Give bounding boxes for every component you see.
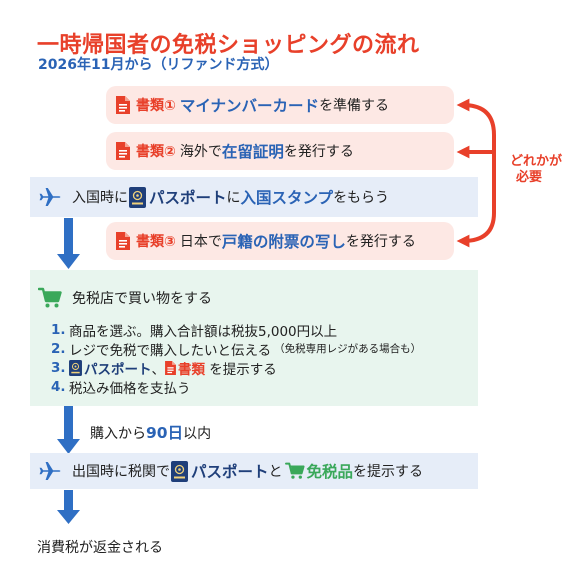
shopping-cart-icon bbox=[38, 287, 62, 309]
document-2-pre: 海外で bbox=[179, 144, 222, 160]
entry-step: 入国時に パスポート に 入国スタンプ をもらう bbox=[30, 177, 478, 217]
document-1-box: 書類① マイナンバーカード を準備する bbox=[106, 86, 454, 124]
interval-post: 以内 bbox=[183, 426, 212, 442]
list-item: 3. パスポート 、 書類 を提示する bbox=[51, 358, 421, 378]
step-number: 4. bbox=[51, 378, 66, 395]
document-2-label: 書類② bbox=[136, 144, 176, 160]
document-icon bbox=[165, 361, 176, 375]
step-number: 2. bbox=[51, 340, 66, 357]
shopping-step: 免税店で買い物をする 1. 商品を選ぶ。購入合計額は税抜5,000円以上 2. … bbox=[30, 270, 478, 406]
entry-mid: に bbox=[226, 190, 241, 206]
page-subtitle: 2026年11月から（リファンド方式） bbox=[38, 57, 279, 73]
passport-icon bbox=[129, 187, 146, 208]
entry-passport: パスポート bbox=[149, 189, 227, 207]
shopping-heading: 免税店で買い物をする bbox=[72, 291, 212, 307]
step-text: レジで免税で購入したいと伝える bbox=[69, 342, 272, 359]
document-3-box: 書類③ 日本で 戸籍の附票の写し を発行する bbox=[106, 222, 454, 260]
shopping-heading-row: 免税店で買い物をする bbox=[38, 287, 212, 309]
list-item: 4. 税込み価格を支払う bbox=[51, 377, 421, 397]
document-icon bbox=[116, 142, 130, 160]
entry-stamp: 入国スタンプ bbox=[240, 189, 334, 207]
step-text: 商品を選ぶ。購入合計額は税抜5,000円以上 bbox=[69, 323, 338, 340]
exit-pre: 出国時に税関で bbox=[72, 464, 170, 480]
document-1-emph: マイナンバーカード bbox=[179, 97, 320, 115]
exit-goods: 免税品 bbox=[306, 463, 354, 481]
document-1-label: 書類① bbox=[136, 98, 176, 114]
step-note: （免税専用レジがある場合も） bbox=[274, 343, 422, 355]
step-passport: パスポート bbox=[84, 361, 152, 378]
down-arrow-1 bbox=[57, 218, 80, 269]
refund-result: 消費税が返金される bbox=[37, 540, 163, 556]
either-note-line-2: 必要 bbox=[516, 170, 543, 185]
airplane-icon bbox=[38, 185, 62, 209]
document-3-emph: 戸籍の附票の写し bbox=[221, 233, 346, 251]
step-number: 3. bbox=[51, 359, 66, 376]
down-arrow-3 bbox=[57, 490, 80, 524]
document-3-pre: 日本で bbox=[179, 234, 222, 250]
list-item: 2. レジで免税で購入したいと伝える （免税専用レジがある場合も） bbox=[51, 339, 422, 359]
document-1-rest: を準備する bbox=[319, 98, 390, 114]
step-document: 書類 bbox=[178, 361, 205, 378]
list-item: 1. 商品を選ぶ。購入合計額は税抜5,000円以上 bbox=[51, 320, 421, 340]
page-title: 一時帰国者の免税ショッピングの流れ bbox=[37, 33, 420, 58]
entry-rest: をもらう bbox=[333, 190, 390, 206]
step-separator: 、 bbox=[151, 361, 166, 378]
interval-pre: 購入から bbox=[90, 426, 146, 442]
either-note-line-1: どれかが bbox=[510, 154, 563, 169]
interval-note: 購入から90日以内 bbox=[90, 421, 211, 443]
bracket-arrow bbox=[456, 98, 496, 248]
step-text: 税込み価格を支払う bbox=[69, 380, 191, 397]
shopping-steps: 1. 商品を選ぶ。購入合計額は税抜5,000円以上 2. レジで免税で購入したい… bbox=[51, 320, 422, 397]
passport-icon bbox=[171, 461, 188, 482]
exit-rest: を提示する bbox=[353, 464, 424, 480]
exit-passport: パスポート bbox=[191, 463, 269, 481]
step-text: を提示する bbox=[205, 361, 277, 378]
step-number: 1. bbox=[51, 321, 66, 338]
either-note: どれかが 必要 bbox=[510, 154, 562, 186]
entry-pre: 入国時に bbox=[72, 190, 128, 206]
airplane-icon bbox=[38, 459, 62, 483]
document-2-box: 書類② 海外で 在留証明 を発行する bbox=[106, 132, 454, 170]
document-3-rest: を発行する bbox=[345, 234, 416, 250]
document-3-label: 書類③ bbox=[136, 234, 176, 250]
exit-step: 出国時に税関で パスポート と 免税品 を提示する bbox=[30, 453, 478, 489]
shopping-cart-icon bbox=[285, 462, 305, 480]
passport-icon bbox=[69, 360, 82, 376]
document-icon bbox=[116, 232, 130, 250]
exit-mid: と bbox=[268, 464, 283, 480]
interval-days: 90日 bbox=[146, 424, 184, 442]
down-arrow-2 bbox=[57, 406, 80, 454]
document-2-emph: 在留証明 bbox=[221, 143, 284, 161]
document-icon bbox=[116, 96, 130, 114]
document-2-rest: を発行する bbox=[283, 144, 354, 160]
